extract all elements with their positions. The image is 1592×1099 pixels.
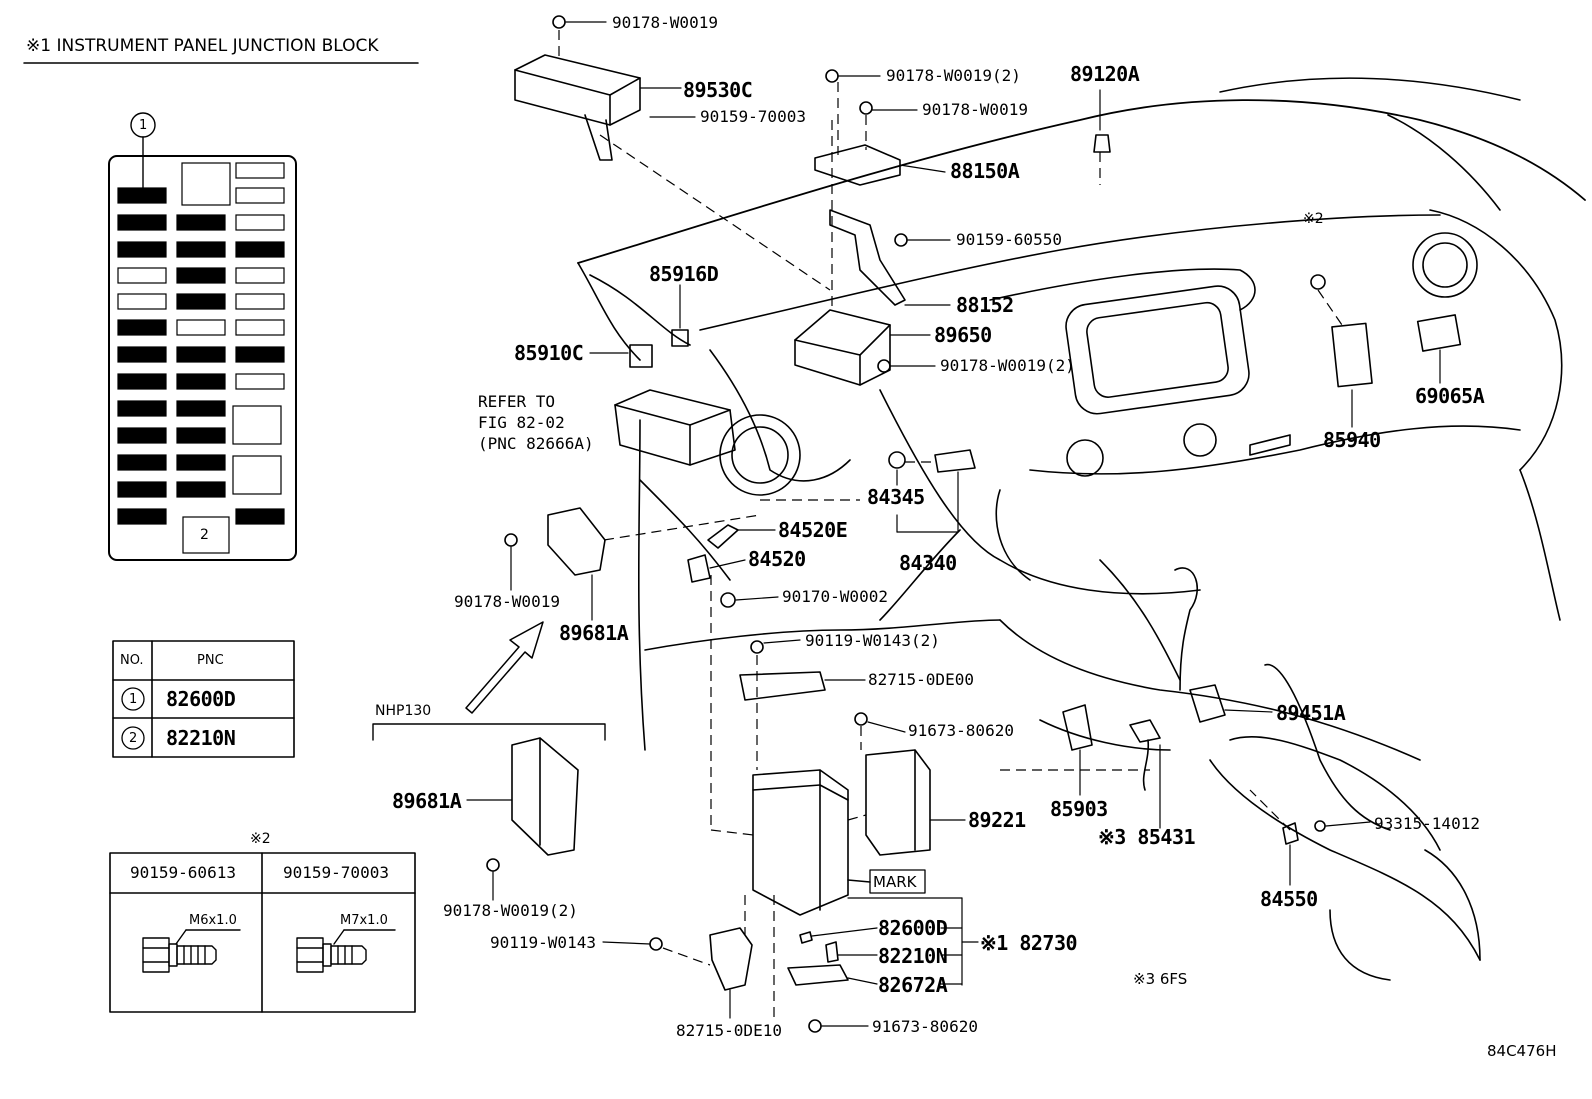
part-89221: 89221	[968, 808, 1026, 832]
marker-2: 2	[200, 527, 209, 543]
refer-line-2: FIG 82-02	[478, 413, 565, 432]
part-85940: 85940	[1323, 428, 1381, 452]
part-93315-14012: 93315-14012	[1374, 814, 1480, 833]
part-82672a: 82672A	[878, 973, 948, 997]
part-90178-w0019-2b: 90178-W0019(2)	[940, 356, 1075, 375]
part-89530c: 89530C	[683, 78, 753, 102]
part-89650: 89650	[934, 323, 992, 347]
part-82210n: 82210N	[878, 944, 948, 968]
part-90178-w0019-2c: 90178-W0019(2)	[443, 901, 578, 920]
part-85910c: 85910C	[514, 341, 584, 365]
part-89681a-upper: 89681A	[559, 621, 629, 645]
pnc-row-2-no: 2	[129, 731, 138, 746]
part-88150a: 88150A	[950, 159, 1020, 183]
part-82600d: 82600D	[878, 916, 948, 940]
part-89681a-lower: 89681A	[392, 789, 462, 813]
part-82715-0de00: 82715-0DE00	[868, 670, 974, 689]
part-84520e: 84520E	[778, 518, 848, 542]
pnc-table-no-header: NO.	[120, 653, 144, 668]
part-91673-80620-b: 91673-80620	[872, 1017, 978, 1036]
part-84520: 84520	[748, 547, 806, 571]
refer-line-1: REFER TO	[478, 392, 556, 411]
part-82730: ※1 82730	[980, 931, 1078, 955]
part-90159-60550: 90159-60550	[956, 230, 1062, 249]
pnc-row-1-no: 1	[129, 692, 138, 707]
part-90119-w0143-2: 90119-W0143(2)	[805, 631, 940, 650]
note-2-marker: ※2	[1303, 211, 1324, 227]
part-89120a: 89120A	[1070, 62, 1140, 86]
pnc-table-pnc-header: PNC	[197, 653, 224, 668]
pnc-row-1-value: 82600D	[166, 687, 236, 711]
bolt-thread-1: M6x1.0	[189, 913, 237, 928]
part-90170-w0002: 90170-W0002	[782, 587, 888, 606]
bolt-header-2: 90159-70003	[283, 863, 389, 882]
part-85916d: 85916D	[649, 262, 719, 286]
bolt-thread-2: M7x1.0	[340, 913, 388, 928]
part-82715-0de10: 82715-0DE10	[676, 1021, 782, 1040]
part-69065a: 69065A	[1415, 384, 1485, 408]
part-90119-w0143: 90119-W0143	[490, 933, 596, 952]
figure-code: 84C476H	[1487, 1042, 1557, 1060]
part-90178-w0019-2a: 90178-W0019(2)	[886, 66, 1021, 85]
part-91673-80620-a: 91673-80620	[908, 721, 1014, 740]
part-88152: 88152	[956, 293, 1014, 317]
note-3-label: ※3 6FS	[1133, 970, 1188, 988]
part-90178-w0019-c: 90178-W0019	[454, 592, 560, 611]
part-89451a: 89451A	[1276, 701, 1346, 725]
junction-block-fuses	[117, 162, 285, 554]
bolt-header-1: 90159-60613	[130, 863, 236, 882]
part-84340: 84340	[899, 551, 957, 575]
variant-label: NHP130	[375, 703, 432, 719]
part-85903: 85903	[1050, 797, 1108, 821]
part-84550: 84550	[1260, 887, 1318, 911]
part-90178-w0019-b: 90178-W0019	[922, 100, 1028, 119]
bolt-table-note: ※2	[250, 831, 271, 847]
mark-label: MARK	[873, 873, 917, 891]
part-90178-w0019-top: 90178-W0019	[612, 13, 718, 32]
part-90159-70003: 90159-70003	[700, 107, 806, 126]
pnc-row-2-value: 82210N	[166, 726, 236, 750]
marker-1: 1	[139, 118, 148, 133]
refer-line-3: (PNC 82666A)	[478, 434, 594, 453]
part-85431: ※3 85431	[1098, 825, 1196, 849]
part-84345: 84345	[867, 485, 925, 509]
junction-block-title: ※1 INSTRUMENT PANEL JUNCTION BLOCK	[26, 36, 379, 56]
